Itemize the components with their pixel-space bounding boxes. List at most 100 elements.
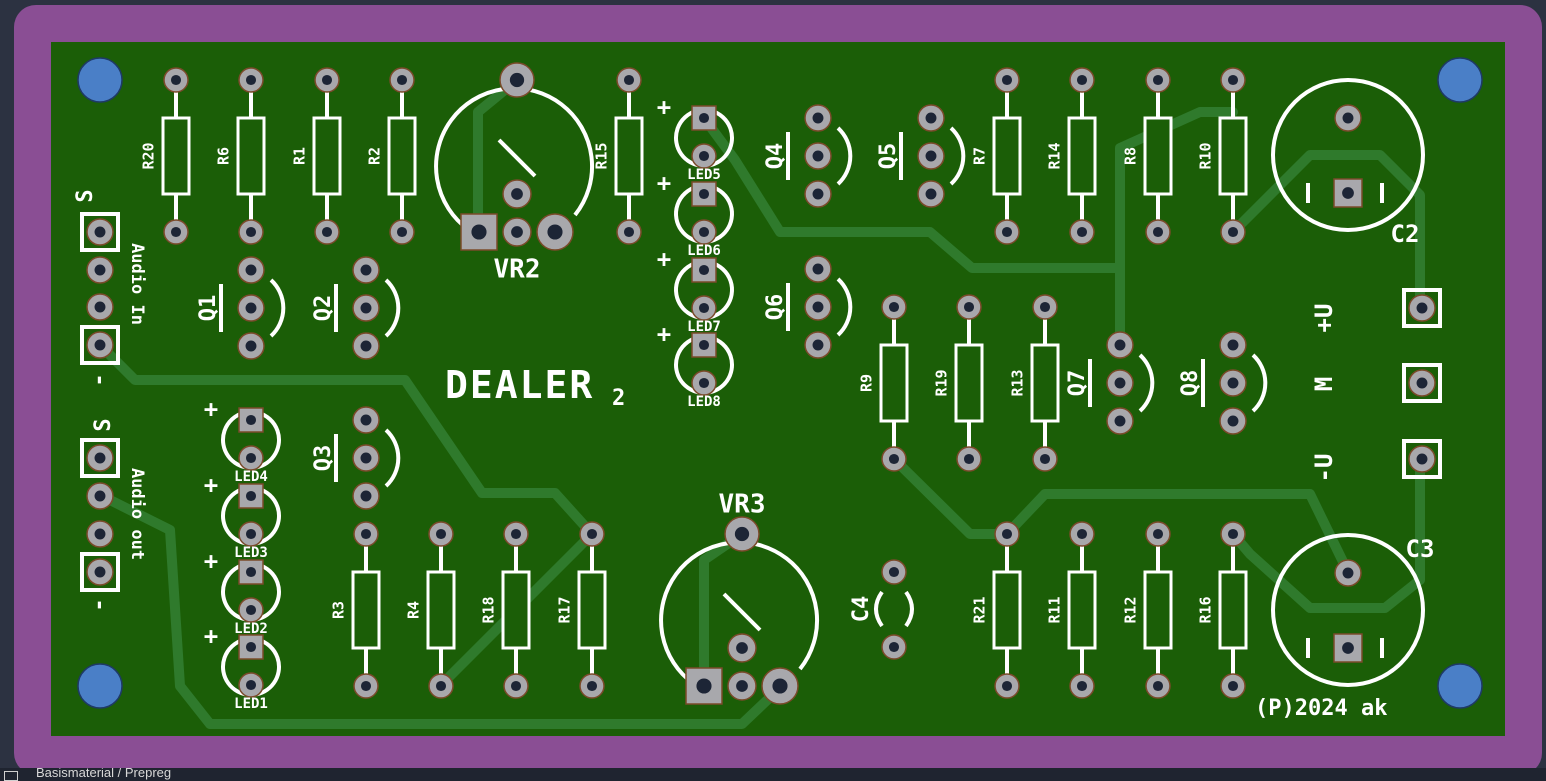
resistor-pad [1145,219,1171,245]
led-pad-square [691,105,717,131]
resistor-pad [881,446,907,472]
board-title-sub: 2 [612,386,625,411]
resistor-pad [1145,67,1171,93]
resistor-body [1067,116,1097,196]
audio-out-minus-label: - [87,598,112,611]
resistor-ref-r21: R21 [971,596,989,623]
resistor-pad [579,521,605,547]
resistor-ref-r14: R14 [1046,142,1064,169]
pot-pad [536,213,574,251]
transistor-outline [1138,353,1155,413]
led-pad-square [691,332,717,358]
resistor-pad [579,673,605,699]
resistor-body [161,116,191,196]
led-polarity: + [204,547,218,575]
transistor-pad [237,294,265,322]
transistor-pad [1106,407,1134,435]
connector-outline [1402,363,1442,403]
led-pad [238,672,264,698]
layer-checkbox-icon[interactable] [4,771,18,781]
copyright-text: (P)2024 ak [1255,696,1387,721]
transistor-ref-q7: Q7 [1065,370,1090,397]
resistor-pad [1032,446,1058,472]
resistor-pad [994,673,1020,699]
pot-pad-square [685,667,723,705]
transistor-pad [917,180,945,208]
resistor-pad [1069,521,1095,547]
resistor-pad [314,67,340,93]
pot-pad [761,667,799,705]
connector-pad [1408,369,1436,397]
resistor-pad [353,521,379,547]
led-polarity: + [204,622,218,650]
led-ref-led7: LED7 [687,319,721,335]
capacitor-outline [1271,78,1425,232]
resistor-pad [1032,294,1058,320]
resistor-ref-r19: R19 [933,369,951,396]
capacitor-pad-square [1333,178,1363,208]
led-pad-square [691,181,717,207]
resistor-ref-r20: R20 [140,142,158,169]
transistor-ref-q4: Q4 [763,143,788,170]
pot-pad [727,633,757,663]
mounting-hole [77,57,123,103]
audio-in-minus-label: - [87,373,112,386]
led-polarity: + [204,395,218,423]
resistor-pad [994,67,1020,93]
resistor-body [1218,570,1248,650]
transistor-outline [269,278,286,338]
resistor-pad [163,219,189,245]
resistor-ref-r4: R4 [405,601,423,619]
resistor-pad [238,67,264,93]
connector-pad [86,482,114,510]
pot-ref-vr3: VR3 [719,490,766,520]
led-pad [238,445,264,471]
transistor-pad [237,256,265,284]
transistor-outline [1251,353,1268,413]
audio-in-s-label: S [73,189,98,202]
resistor-body [1218,116,1248,196]
led-ref-led8: LED8 [687,394,721,410]
transistor-pad [804,180,832,208]
pot-wiper-mark [497,138,537,178]
resistor-pad [503,521,529,547]
audio-out-s-label: S [91,418,116,431]
transistor-pad [352,332,380,360]
resistor-pad [314,219,340,245]
capacitor-ref-c2: C2 [1391,220,1420,248]
transistor-pad [352,406,380,434]
mounting-holes [77,57,1483,709]
resistor-pad [1069,673,1095,699]
capacitor-outline [874,590,884,628]
capacitor-pad-square [1333,633,1363,663]
led-pad-square [238,483,264,509]
led-polarity: + [657,93,671,121]
transistor-pad [917,142,945,170]
resistor-pad [1145,673,1171,699]
resistor-body [992,570,1022,650]
transistor-pad [352,294,380,322]
transistor-pad [1106,369,1134,397]
resistor-pad [616,67,642,93]
connector-pad [86,444,114,472]
connector-outline [80,438,120,478]
resistor-body [351,570,381,650]
resistor-pad [1220,67,1246,93]
power-plus-label: +U [1310,304,1338,333]
transistor-pad [237,332,265,360]
resistor-pad [428,521,454,547]
led-ref-led2: LED2 [234,621,268,637]
transistor-ref-q8: Q8 [1178,370,1203,397]
pot-pad [502,217,532,247]
transistor-outline [836,126,853,186]
capacitor-ref-c4: C4 [849,596,874,623]
resistor-ref-r17: R17 [556,596,574,623]
resistor-pad [994,219,1020,245]
resistor-pad [238,219,264,245]
capacitor-pad [881,559,907,585]
led-ref-led6: LED6 [687,243,721,259]
led-pad [691,295,717,321]
transistor-pad [804,142,832,170]
transistor-pad [1219,369,1247,397]
